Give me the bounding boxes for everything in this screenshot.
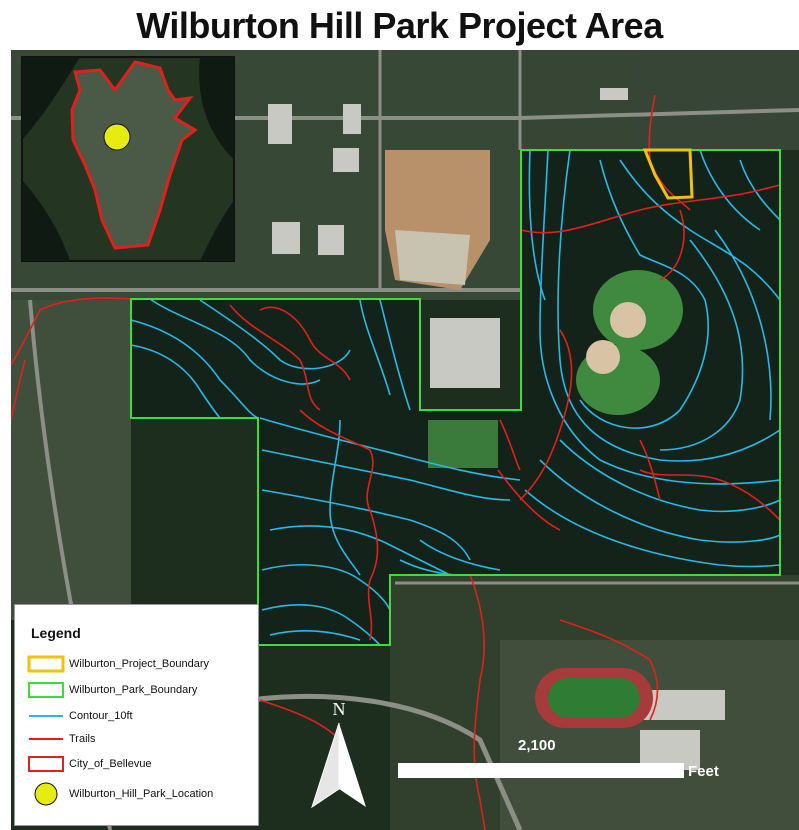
line-cyan-icon xyxy=(27,707,65,725)
park-forest xyxy=(131,150,780,645)
legend-label: Contour_10ft xyxy=(69,710,133,722)
legend-item-city: City_of_Bellevue xyxy=(27,753,152,775)
park-location-marker xyxy=(103,123,131,151)
polygon-outline-green-icon xyxy=(27,681,65,699)
legend-label: Wilburton_Project_Boundary xyxy=(69,658,210,670)
running-track xyxy=(535,668,653,728)
legend-item-park-boundary: Wilburton_Park_Boundary xyxy=(27,679,197,701)
north-label: N xyxy=(333,699,346,719)
legend-item-location: Wilburton_Hill_Park_Location xyxy=(27,781,214,807)
line-red-icon xyxy=(27,730,65,748)
scale-bar-value: 2,100 xyxy=(518,737,556,754)
legend-item-project-boundary: Wilburton_Project_Boundary xyxy=(27,653,209,675)
ballfields xyxy=(576,270,683,415)
project-boundary xyxy=(642,148,694,200)
contour-lines xyxy=(130,149,781,646)
north-arrow: N xyxy=(308,695,370,813)
map-canvas xyxy=(11,50,799,830)
polygon-outline-red-icon xyxy=(27,755,65,773)
aerial-map[interactable] xyxy=(11,50,799,830)
legend-label: Wilburton_Park_Boundary xyxy=(69,684,198,696)
map-title: Wilburton Hill Park Project Area xyxy=(136,5,663,46)
legend-label: Trails xyxy=(69,733,96,745)
polygon-outline-yellow-icon xyxy=(27,655,65,673)
legend-label: City_of_Bellevue xyxy=(69,758,152,770)
legend-title: Legend xyxy=(31,625,81,641)
parking-lot xyxy=(395,230,470,285)
legend-label: Wilburton_Hill_Park_Location xyxy=(69,788,214,800)
legend-item-contour: Contour_10ft xyxy=(27,705,133,727)
park-boundary xyxy=(130,149,781,646)
buildings xyxy=(268,88,725,770)
circle-yellow-icon xyxy=(27,781,65,807)
scale-bar xyxy=(398,763,684,778)
soccer-field xyxy=(428,420,498,468)
city-of-bellevue-boundary xyxy=(70,60,198,250)
legend-item-trails: Trails xyxy=(27,728,95,750)
scale-bar-units: Feet xyxy=(688,763,719,780)
north-arrow-icon: N xyxy=(311,699,366,809)
inset-locator-map xyxy=(21,56,235,262)
map-legend: Legend Wilburton_Project_Boundary Wilbur… xyxy=(14,604,259,826)
